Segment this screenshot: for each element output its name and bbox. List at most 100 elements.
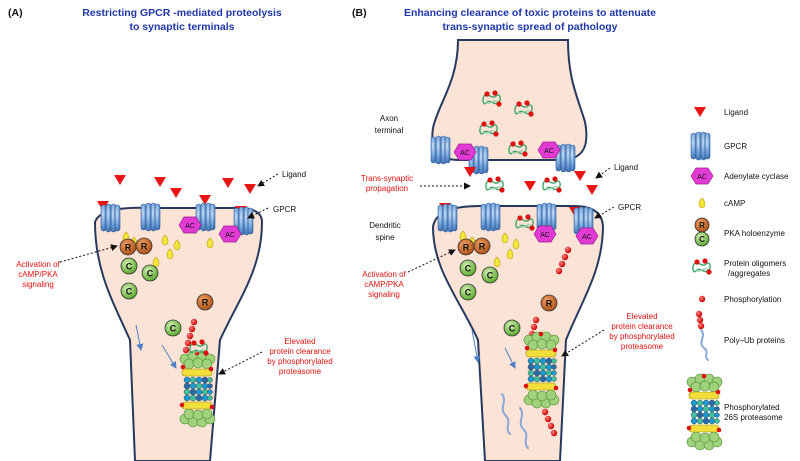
svg-text:C: C <box>126 287 133 297</box>
svg-text:AC: AC <box>582 234 592 241</box>
blue-arrow <box>471 329 481 363</box>
adenylate-cyclase-icon: AC <box>453 143 477 161</box>
clearance-label: Elevated <box>626 312 657 321</box>
pka-c-subunit: C <box>164 319 182 337</box>
pka-r-subunit: R <box>135 237 153 255</box>
legend-camp: cAMP <box>724 199 745 208</box>
legend: Ligand GPCR AC Adenylate cyclase cAMP R … <box>686 107 789 451</box>
legend-proteasome: Phosphorylated <box>724 403 780 412</box>
legend-phosphorylation: Phosphorylation <box>724 295 781 304</box>
clearance-label: Elevated <box>284 337 315 346</box>
panel-b-title-line2: trans-synaptic spread of pathology <box>442 21 617 33</box>
aggregate-icon <box>485 175 506 194</box>
phosphorylation-icon <box>698 295 706 303</box>
ac-text: AC <box>225 232 235 239</box>
svg-text:protein clearance: protein clearance <box>269 347 331 356</box>
panel-a-title-line2: to synaptic terminals <box>129 21 234 33</box>
panel-b-title-line1: Enhancing clearance of toxic proteins to… <box>404 7 656 19</box>
blue-arrow <box>161 344 177 369</box>
svg-text:cAMP/PKA: cAMP/PKA <box>364 280 404 289</box>
svg-text:proteasome: proteasome <box>621 342 664 351</box>
ligand-icon <box>114 175 126 185</box>
panel-a-label: (A) <box>8 7 23 19</box>
svg-text:by phosphorylated: by phosphorylated <box>609 332 674 341</box>
svg-text:R: R <box>479 242 486 252</box>
gpcr-icon <box>690 131 711 161</box>
blue-arrow <box>135 324 144 351</box>
svg-text:cAMP/PKA: cAMP/PKA <box>18 270 58 279</box>
svg-text:R: R <box>202 298 209 308</box>
svg-text:spine: spine <box>375 233 395 242</box>
panel-a: (A) Restricting GPCR -mediated proteolys… <box>8 7 333 461</box>
pka-c-subunit: C <box>120 257 138 275</box>
ligand-label: Ligand <box>282 170 306 179</box>
adenylate-cyclase-icon: AC <box>575 227 599 245</box>
ac-text: AC <box>185 223 195 230</box>
ligand-icon <box>244 184 256 194</box>
axon-terminal-label: Axon <box>380 114 398 123</box>
svg-text:26S proteasome: 26S proteasome <box>724 413 783 422</box>
svg-text:signaling: signaling <box>22 280 54 289</box>
proteasome-icon <box>686 373 723 451</box>
gpcr-icon <box>100 203 121 233</box>
pka-c-subunit: C <box>459 259 477 277</box>
svg-text:AC: AC <box>460 150 470 157</box>
svg-text:/aggregates: /aggregates <box>728 269 770 278</box>
blue-arrow <box>504 347 516 369</box>
panel-b: (B) Enhancing clearance of toxic protein… <box>352 7 675 461</box>
gpcr-icon <box>430 135 451 165</box>
svg-text:terminal: terminal <box>375 126 404 135</box>
svg-text:propagation: propagation <box>366 184 408 193</box>
legend-oligomers: Protein oligomers <box>724 259 786 268</box>
ligand-icon <box>222 178 234 188</box>
ligand-icon <box>574 171 586 181</box>
legend-polyub: Poly–Ub proteins <box>724 336 785 345</box>
ligand-icon <box>170 188 182 198</box>
adenylate-cyclase-icon: AC <box>537 141 561 159</box>
activation-label: Activation of <box>16 260 60 269</box>
adenylate-cyclase-icon: AC <box>218 225 242 243</box>
svg-text:C: C <box>699 235 705 244</box>
svg-text:AC: AC <box>540 232 550 239</box>
adenylate-cyclase-icon: AC <box>533 225 557 243</box>
svg-text:C: C <box>126 262 133 272</box>
svg-text:C: C <box>487 271 494 281</box>
axon-terminal <box>431 39 588 161</box>
svg-text:C: C <box>465 288 472 298</box>
svg-text:proteasome: proteasome <box>279 367 322 376</box>
svg-text:R: R <box>463 243 470 253</box>
trans-synaptic-label: Trans-synaptic <box>361 174 413 183</box>
ligand-icon <box>694 107 706 117</box>
camp-icon <box>698 197 706 209</box>
ligand-icon <box>524 181 536 191</box>
pka-c-subunit: C <box>503 319 521 337</box>
svg-text:AC: AC <box>544 148 554 155</box>
legend-gpcr: GPCR <box>724 142 747 151</box>
pka-c-subunit: C <box>481 266 499 284</box>
gpcr-icon <box>480 202 501 232</box>
legend-adenylate-cyclase: Adenylate cyclase <box>724 172 789 181</box>
aggregate-icon <box>692 257 713 276</box>
legend-pka: PKA holoenzyme <box>724 229 785 238</box>
gpcr-label: GPCR <box>618 203 641 212</box>
dendritic-spine-label: Dendritic <box>369 221 401 230</box>
ligand-label: Ligand <box>614 163 638 172</box>
panel-b-label: (B) <box>352 7 367 19</box>
pka-r-subunit: R <box>119 238 137 256</box>
svg-text:signaling: signaling <box>368 290 400 299</box>
adenylate-cyclase-icon: AC <box>690 167 714 185</box>
pka-r-subunit: R <box>457 238 475 256</box>
ligand-icon <box>154 177 166 187</box>
pka-c-subunit: C <box>459 283 477 301</box>
pka-c-subunit: C <box>120 282 138 300</box>
pka-r-subunit: R <box>196 293 214 311</box>
svg-text:R: R <box>141 242 148 252</box>
legend-ligand: Ligand <box>724 108 748 117</box>
svg-text:C: C <box>509 324 516 334</box>
svg-text:C: C <box>170 324 177 334</box>
svg-text:by phosphorylated: by phosphorylated <box>267 357 332 366</box>
pka-r-subunit: R <box>473 237 491 255</box>
panel-a-title-line1: Restricting GPCR -mediated proteolysis <box>82 7 282 19</box>
pka-r-subunit: R <box>540 294 558 312</box>
